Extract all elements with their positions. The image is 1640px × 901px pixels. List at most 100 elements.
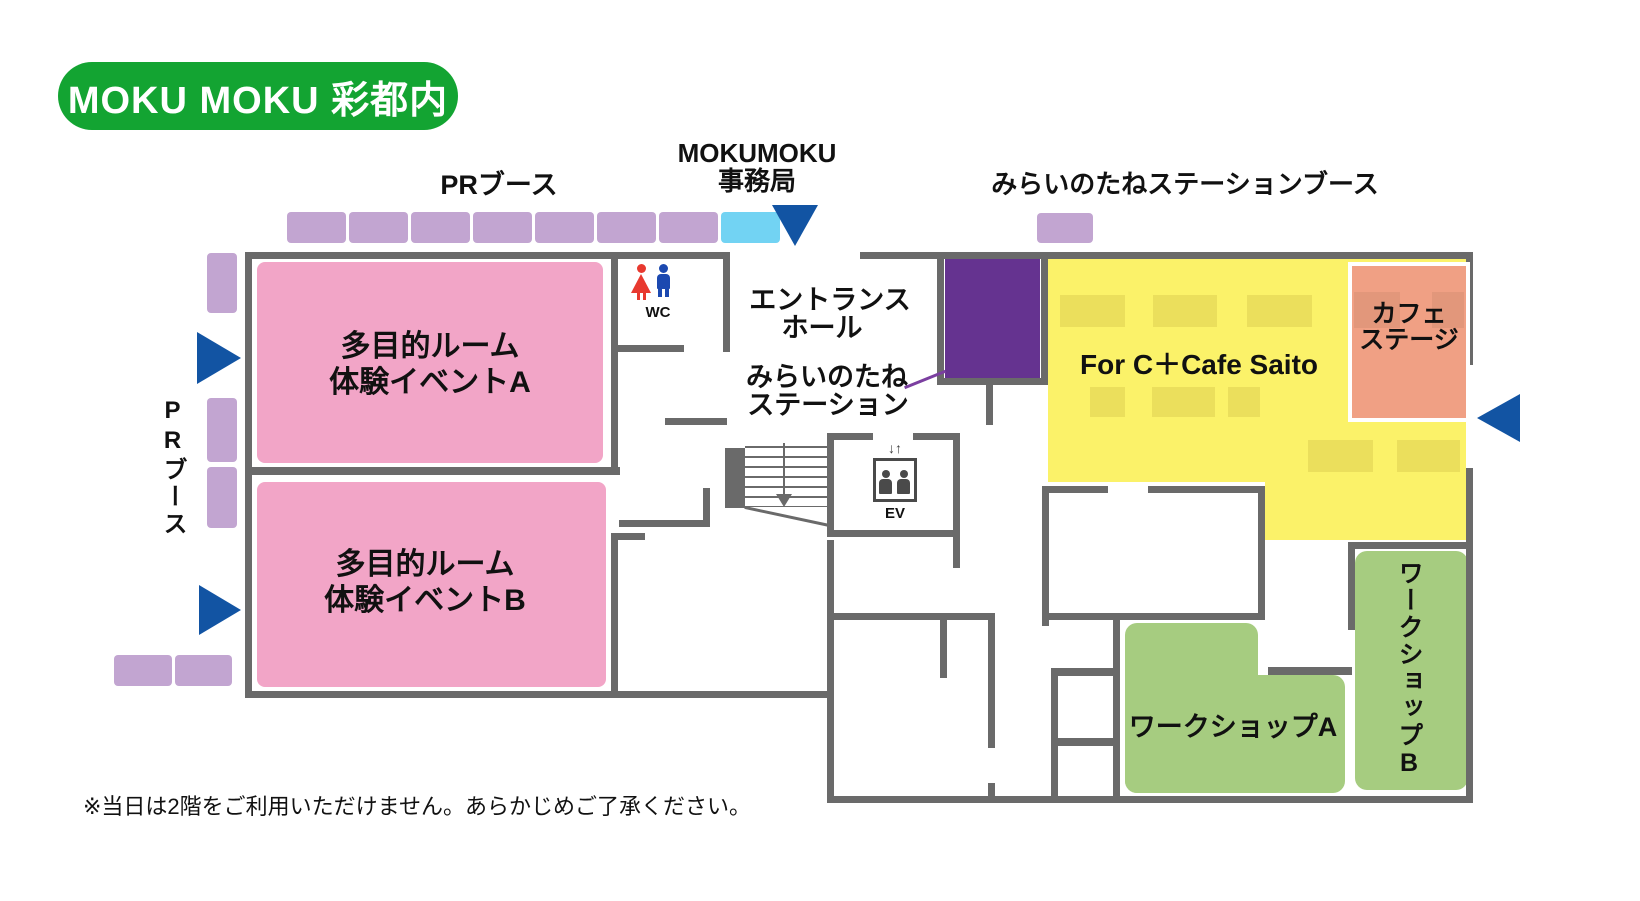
- cafe-table: [1090, 387, 1125, 417]
- pr-booth: [207, 467, 237, 528]
- room-a-label-line2: 体験イベントA: [329, 366, 531, 399]
- workshop-a-area: [1125, 675, 1345, 793]
- pr-booth: [114, 655, 172, 686]
- footnote: ※当日は2階をご利用いただけません。あらかじめご了承ください。: [83, 794, 752, 819]
- title-badge: MOKU MOKU 彩都内: [58, 62, 458, 130]
- elevator-arrows-icon: ↓↑: [888, 440, 902, 456]
- wall: [1113, 620, 1120, 796]
- wall: [252, 467, 620, 475]
- pr-booth: [411, 212, 470, 243]
- workshop-b-label: ワークショップB: [1395, 560, 1423, 779]
- cafe-table: [1152, 387, 1215, 417]
- wc-male-icon: [656, 264, 671, 302]
- wall: [827, 433, 834, 537]
- mirai-station-area: [945, 258, 1040, 378]
- stage-table: [1432, 292, 1464, 328]
- wall: [1348, 548, 1355, 630]
- pr-booth: [659, 212, 718, 243]
- wall: [953, 433, 960, 568]
- office-booth: [721, 212, 780, 243]
- wall: [1148, 486, 1265, 493]
- cafe-table: [1308, 440, 1373, 472]
- station-label-line1: みらいのたね: [746, 362, 908, 392]
- wall: [1042, 613, 1265, 620]
- elevator-label: EV: [884, 505, 906, 522]
- entrance-arrow-left-icon: [1477, 394, 1520, 442]
- wall: [937, 252, 944, 385]
- wall: [611, 533, 618, 698]
- workshop-b-area: [1355, 551, 1468, 790]
- wall: [619, 520, 710, 527]
- wall: [245, 252, 252, 698]
- workshop-a-label: ワークショップA: [1128, 712, 1338, 742]
- wall: [665, 418, 727, 425]
- wall: [611, 252, 618, 475]
- office-label-line2: 事務局: [717, 166, 797, 196]
- wall: [1041, 252, 1048, 385]
- wall: [611, 345, 684, 352]
- entrance-arrow-right-icon: [197, 332, 241, 384]
- room-a-area: [257, 262, 603, 463]
- pr-booth: [535, 212, 594, 243]
- pr-booth: [473, 212, 532, 243]
- wall: [1466, 468, 1473, 803]
- wall: [1348, 542, 1473, 549]
- pr-booth: [175, 655, 232, 686]
- stair-arrow-down-icon: [776, 494, 792, 507]
- wall: [1051, 668, 1113, 676]
- pr-booth: [349, 212, 408, 243]
- cafe-table: [1060, 295, 1125, 327]
- cafe-table: [1228, 387, 1260, 417]
- room-b-label-line2: 体験イベントB: [324, 584, 526, 617]
- stair-rail: [744, 506, 833, 528]
- entrance-arrow-down-icon: [772, 205, 818, 246]
- wall: [827, 540, 834, 803]
- wall: [986, 385, 993, 425]
- room-b-label-line1: 多目的ルーム: [335, 548, 515, 581]
- wall: [833, 613, 995, 620]
- wc-label: WC: [645, 304, 671, 321]
- entrance-arrow-right-icon: [199, 585, 241, 635]
- cafe-area-ext: [1265, 482, 1466, 540]
- pr-booth: [597, 212, 656, 243]
- wall: [827, 433, 873, 440]
- station-label-line2: ステーション: [747, 390, 909, 420]
- cafe-table: [1153, 295, 1217, 327]
- cafe-table: [1397, 440, 1460, 472]
- room-a-label-line1: 多目的ルーム: [340, 330, 520, 363]
- cafe-label: For C＋Cafe Saito: [1079, 349, 1319, 380]
- stair-arrow-line: [783, 443, 785, 495]
- wall: [1051, 668, 1058, 796]
- wall: [1268, 667, 1352, 675]
- wall: [860, 252, 1473, 259]
- pr-booth-top-label: PRブース: [440, 170, 558, 200]
- wall: [245, 252, 726, 259]
- wall: [723, 252, 730, 352]
- title-badge-label: MOKU MOKU 彩都内: [67, 79, 449, 122]
- cafe-stage-area: [1348, 262, 1470, 422]
- entrance-label-line1: エントランス: [749, 285, 911, 315]
- wall: [1258, 486, 1265, 620]
- wall: [245, 691, 834, 698]
- wall: [827, 796, 1473, 803]
- cafe-table: [1247, 295, 1312, 327]
- wall: [988, 783, 995, 803]
- stage-label-line1: カフェ: [1371, 300, 1447, 328]
- stair-landing: [725, 448, 745, 508]
- stage-table: [1354, 292, 1400, 328]
- wall: [1051, 738, 1113, 746]
- pr-booth: [207, 253, 237, 313]
- mirai-booth-label: みらいのたねステーションブース: [991, 169, 1379, 199]
- elevator-person-icon: [897, 470, 910, 494]
- wall: [703, 488, 710, 527]
- wall: [940, 620, 947, 678]
- stage-label-line2: ステージ: [1359, 326, 1459, 354]
- wall: [611, 533, 645, 540]
- pr-booth: [287, 212, 346, 243]
- room-b-area: [257, 482, 606, 687]
- pr-booth: [207, 398, 237, 462]
- wall: [1042, 486, 1049, 626]
- elevator-person-icon: [879, 470, 892, 494]
- wall: [988, 620, 995, 748]
